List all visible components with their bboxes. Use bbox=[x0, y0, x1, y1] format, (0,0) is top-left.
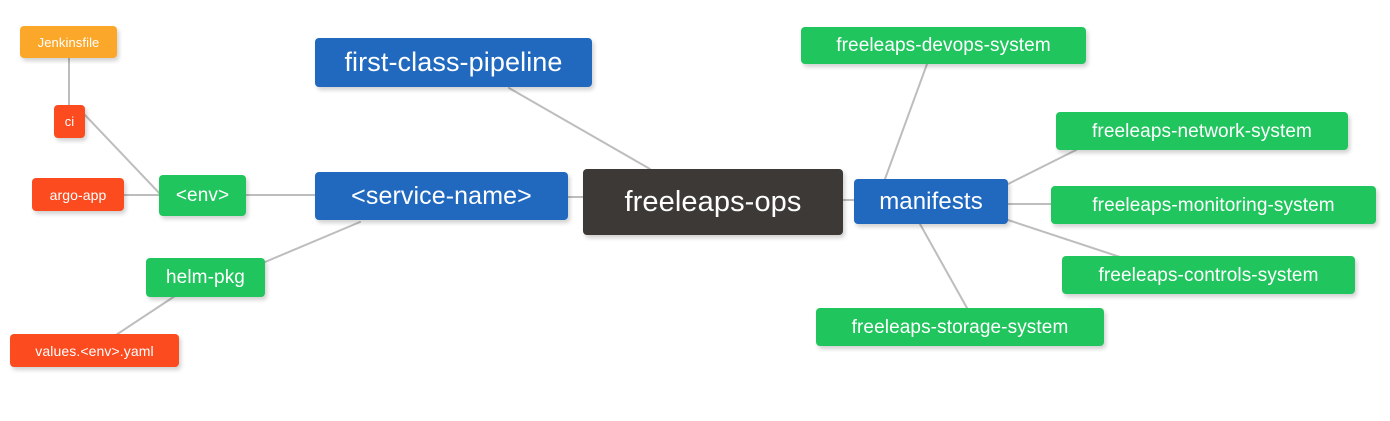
node-argo-app[interactable]: argo-app bbox=[32, 178, 124, 211]
edge-manifests-to-freeleaps-devops-system bbox=[884, 63, 928, 180]
node-label-freeleaps-devops-system: freeleaps-devops-system bbox=[836, 35, 1051, 56]
node-helm-pkg[interactable]: helm-pkg bbox=[146, 258, 265, 297]
node-ci[interactable]: ci bbox=[54, 105, 85, 138]
node-label-first-class-pipeline: first-class-pipeline bbox=[344, 47, 563, 77]
node-freeleaps-storage-system[interactable]: freeleaps-storage-system bbox=[816, 308, 1104, 346]
node-label-ci: ci bbox=[64, 114, 75, 129]
node-label-freeleaps-network-system: freeleaps-network-system bbox=[1092, 120, 1312, 142]
node-label-env: <env> bbox=[175, 185, 230, 206]
node-label-manifests: manifests bbox=[879, 187, 983, 215]
node-label-freeleaps-monitoring-system: freeleaps-monitoring-system bbox=[1092, 194, 1335, 216]
node-values-env-yaml[interactable]: values.<env>.yaml bbox=[10, 334, 179, 367]
node-label-freeleaps-ops: freeleaps-ops bbox=[624, 185, 802, 218]
edge-first-class-pipeline-to-freeleaps-ops bbox=[508, 87, 651, 170]
node-first-class-pipeline[interactable]: first-class-pipeline bbox=[315, 38, 592, 87]
node-freeleaps-monitoring-system[interactable]: freeleaps-monitoring-system bbox=[1051, 186, 1376, 224]
node-label-argo-app: argo-app bbox=[49, 186, 107, 203]
edge-manifests-to-freeleaps-network-system bbox=[1007, 149, 1077, 185]
edge-helm-pkg-to-values-env-yaml bbox=[115, 295, 176, 336]
node-freeleaps-ops[interactable]: freeleaps-ops bbox=[583, 169, 843, 235]
edge-manifests-to-freeleaps-storage-system bbox=[919, 223, 968, 309]
node-freeleaps-network-system[interactable]: freeleaps-network-system bbox=[1056, 112, 1348, 150]
node-label-values-env-yaml: values.<env>.yaml bbox=[35, 342, 154, 359]
node-jenkinsfile[interactable]: Jenkinsfile bbox=[20, 26, 117, 58]
node-manifests[interactable]: manifests bbox=[854, 179, 1008, 224]
node-label-freeleaps-controls-system: freeleaps-controls-system bbox=[1098, 264, 1319, 286]
node-service-name[interactable]: <service-name> bbox=[315, 172, 568, 220]
node-label-jenkinsfile: Jenkinsfile bbox=[37, 34, 100, 50]
node-env[interactable]: <env> bbox=[159, 175, 246, 216]
node-freeleaps-devops-system[interactable]: freeleaps-devops-system bbox=[801, 27, 1086, 64]
node-label-helm-pkg: helm-pkg bbox=[166, 267, 245, 288]
node-label-service-name: <service-name> bbox=[351, 181, 532, 210]
node-label-freeleaps-storage-system: freeleaps-storage-system bbox=[851, 316, 1069, 338]
edge-service-name-to-helm-pkg bbox=[264, 221, 361, 263]
node-freeleaps-controls-system[interactable]: freeleaps-controls-system bbox=[1062, 256, 1355, 294]
edge-manifests-to-freeleaps-controls-system bbox=[1007, 219, 1121, 258]
